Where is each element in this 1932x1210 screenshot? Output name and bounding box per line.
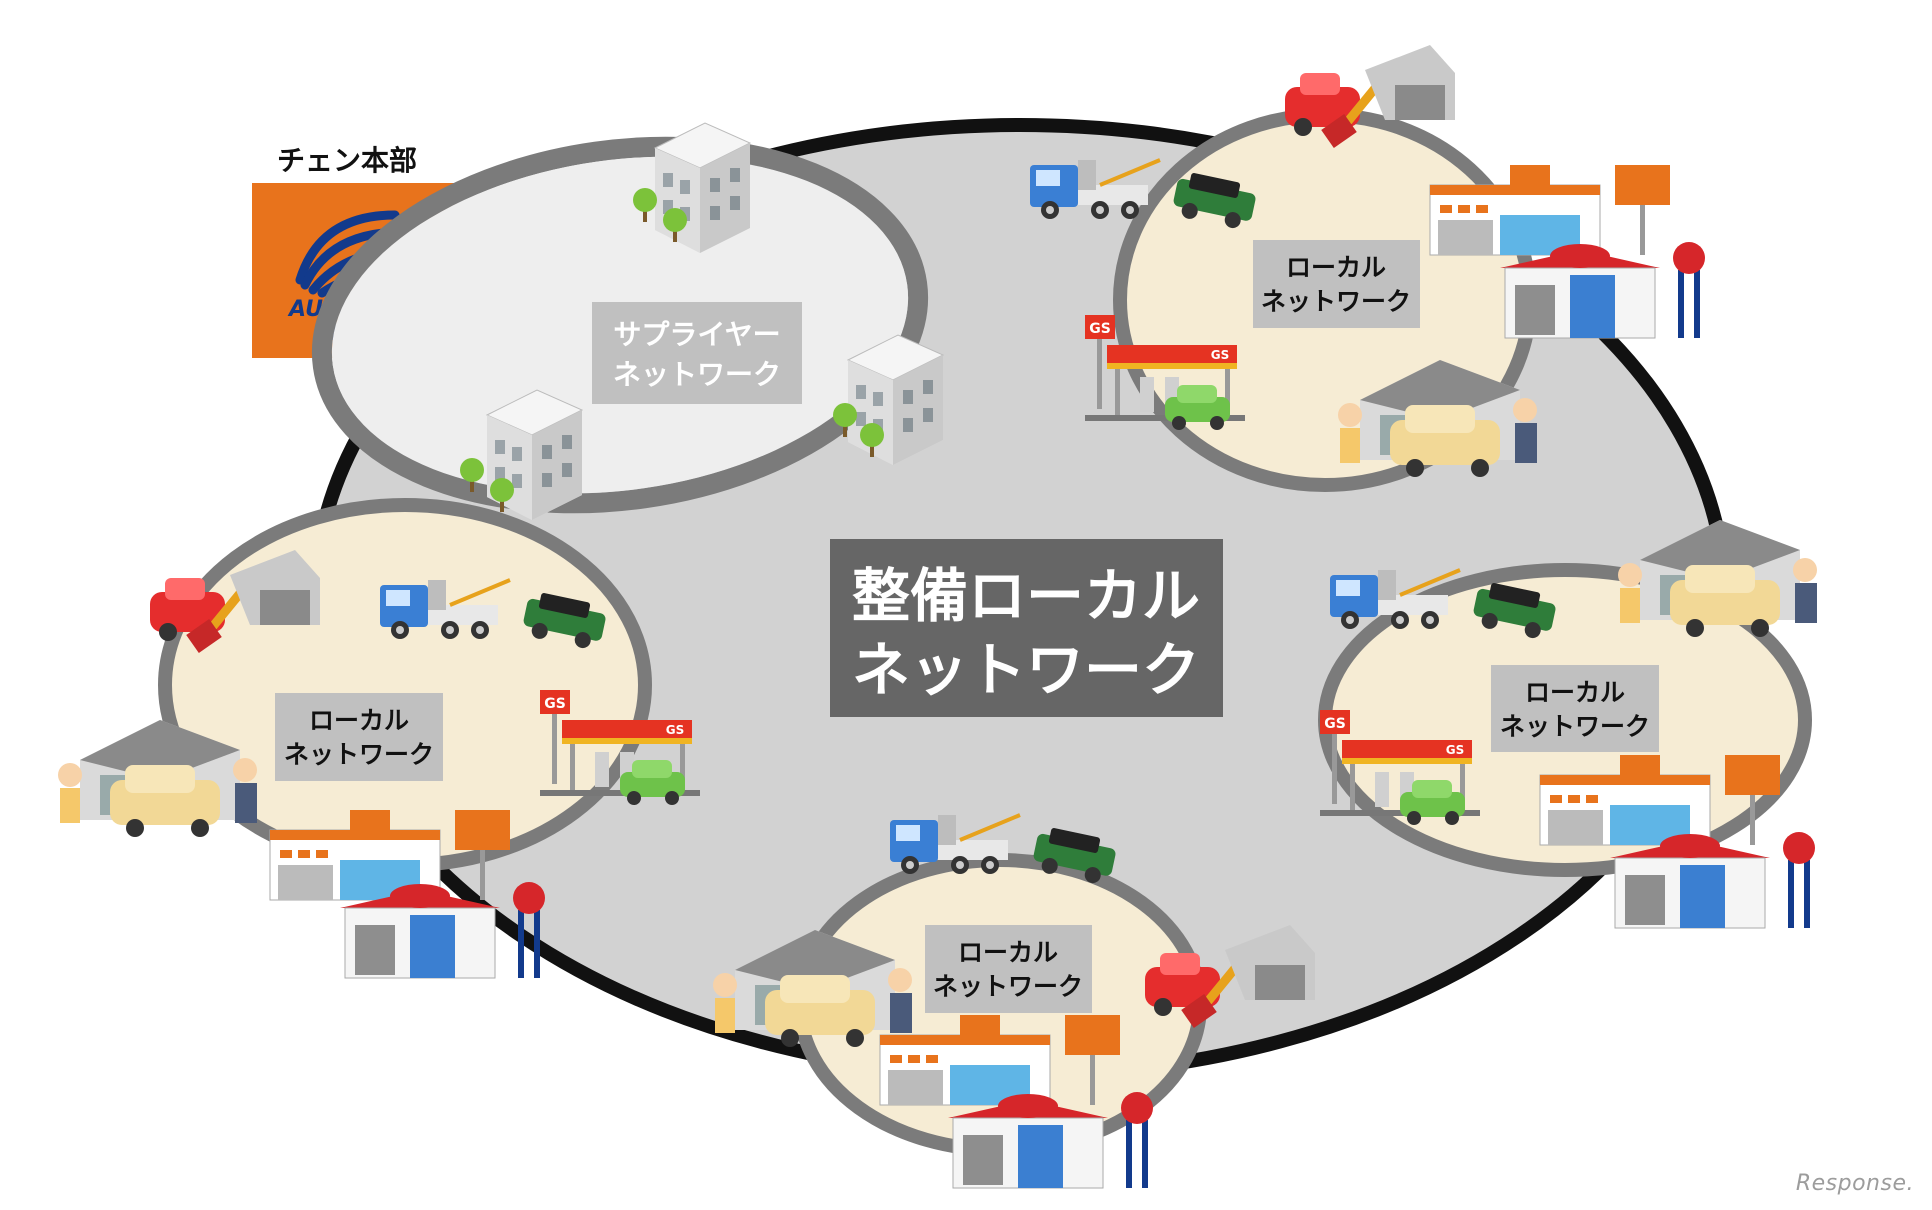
local-network-label: ローカル ネットワーク — [275, 693, 443, 781]
supplier-network-ring — [311, 136, 929, 514]
local-network-label: ローカル ネットワーク — [1253, 240, 1420, 328]
svg-text:ネットワーク: ネットワーク — [284, 740, 434, 769]
headquarters-label: チェン本部 — [277, 144, 417, 177]
svg-text:ローカル: ローカル — [309, 706, 409, 735]
svg-text:サプライヤー: サプライヤー — [613, 318, 780, 351]
svg-text:ネットワーク: ネットワーク — [613, 358, 781, 391]
local-network-label: ローカル ネットワーク — [1491, 665, 1659, 752]
central-network-label: 整備ローカル ネットワーク — [830, 539, 1223, 717]
svg-text:ネットワーク: ネットワーク — [933, 972, 1083, 1001]
local-network-label: ローカル ネットワーク — [925, 925, 1092, 1013]
svg-text:ローカル: ローカル — [1286, 253, 1386, 282]
watermark: Response. — [1795, 1171, 1914, 1196]
supplier-label: サプライヤー ネットワーク — [592, 302, 802, 404]
svg-text:整備ローカル: 整備ローカル — [852, 562, 1200, 630]
svg-text:ローカル: ローカル — [1525, 678, 1625, 707]
svg-text:ネットワーク: ネットワーク — [1261, 287, 1411, 316]
svg-text:ネットワーク: ネットワーク — [852, 636, 1200, 704]
svg-text:ローカル: ローカル — [958, 938, 1058, 967]
svg-text:ネットワーク: ネットワーク — [1500, 712, 1650, 741]
